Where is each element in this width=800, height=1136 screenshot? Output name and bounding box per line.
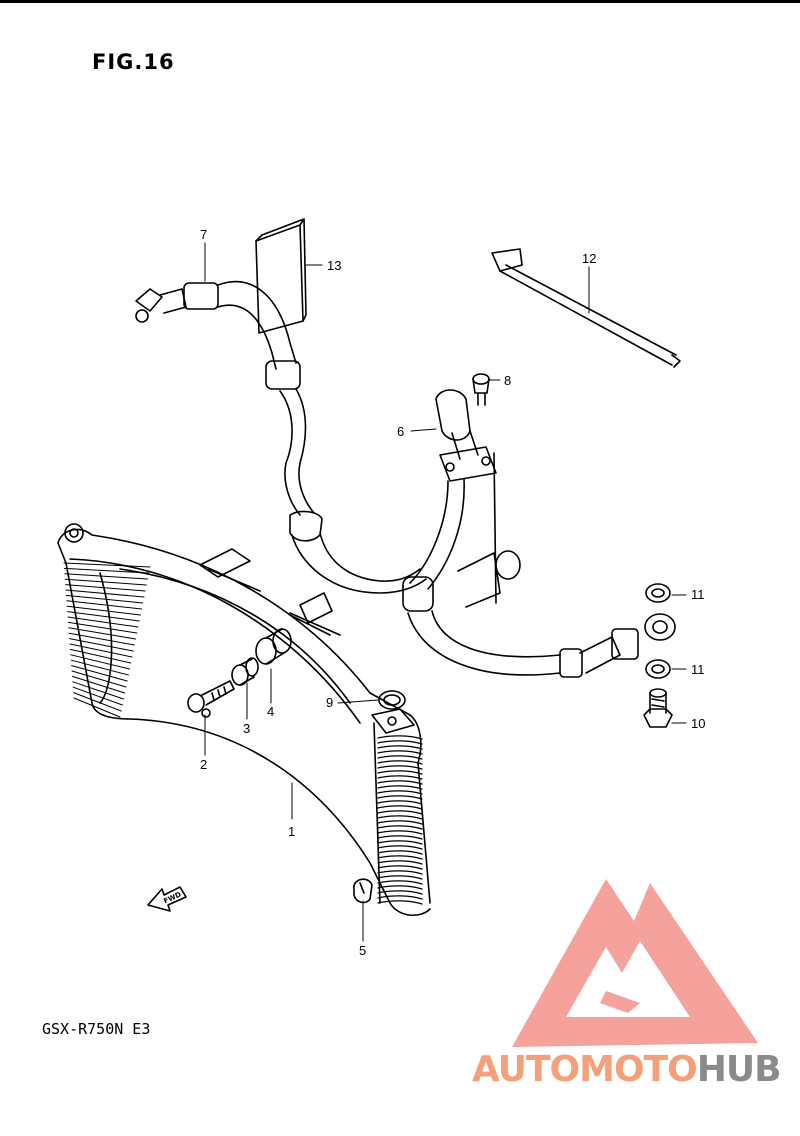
part-9-o-ring: [378, 690, 406, 710]
watermark-brand: AUTOMOTOHUB: [472, 1049, 782, 1090]
part-6-hose: [402, 389, 676, 678]
radiator-fins-left: [63, 562, 151, 718]
part-2-bolt: [187, 680, 235, 718]
callout-6: 6: [397, 424, 405, 439]
part-11-washer-a: [645, 583, 671, 603]
part-4-bush: [255, 592, 333, 665]
part-1-oil-cooler: [57, 523, 431, 916]
figure-title: FIG.16: [92, 50, 175, 74]
part-3-collar: [231, 657, 259, 686]
part-12-cable-tie: [491, 248, 681, 368]
part-8-bolt: [472, 373, 490, 406]
callout-10: 10: [691, 716, 706, 731]
watermark-brand-part1: AUTOMOTO: [472, 1049, 698, 1090]
callout-12: 12: [582, 251, 597, 266]
callout-11-lower: 11: [691, 662, 705, 677]
callout-13: 13: [327, 258, 342, 273]
watermark-brand-part2: HUB: [696, 1049, 782, 1090]
callout-2: 2: [200, 757, 208, 772]
parts-diagram: FWD: [57, 218, 758, 1047]
callout-5: 5: [359, 943, 367, 958]
part-10-union-bolt: [643, 688, 673, 728]
callout-3: 3: [243, 721, 251, 736]
callout-1: 1: [288, 824, 296, 839]
part-7-hose: [135, 280, 427, 594]
fwd-arrow: [147, 886, 187, 912]
callout-8: 8: [504, 373, 512, 388]
callout-7: 7: [200, 227, 208, 242]
part-5-clip: [353, 878, 373, 904]
watermark-logo: [512, 879, 758, 1047]
callout-9: 9: [326, 695, 334, 710]
part-13-pad: [255, 218, 307, 334]
callout-4: 4: [267, 704, 275, 719]
callout-11-upper: 11: [691, 587, 705, 602]
part-11-washer-b: [645, 659, 671, 679]
radiator-fins-bottom: [377, 735, 423, 905]
leader-lines: [204, 242, 687, 942]
model-code: GSX-R750N E3: [42, 1020, 151, 1038]
